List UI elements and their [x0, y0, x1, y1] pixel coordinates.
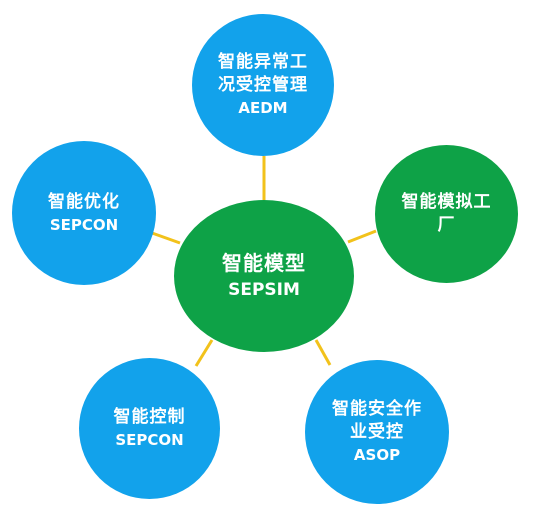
node-factory-cn-label: 智能模拟工 厂 [401, 192, 492, 235]
node-asop-cn-label: 智能安全作 业受控 [332, 399, 422, 442]
node-asop: 智能安全作 业受控 ASOP [305, 360, 449, 504]
node-aedm-en-label: AEDM [238, 99, 288, 117]
node-control-cn-label: 智能控制 [113, 407, 186, 427]
connector-asop [314, 339, 332, 366]
node-optimize-cn-label: 智能优化 [48, 191, 120, 212]
node-center: 智能模型 SEPSIM [174, 200, 354, 352]
node-control: 智能控制 SEPCON [79, 358, 220, 499]
node-optimize-en-label: SEPCON [49, 215, 119, 234]
node-optimize: 智能优化 SEPCON [12, 141, 156, 285]
connector-optimize [151, 231, 181, 245]
node-factory: 智能模拟工 厂 [375, 145, 518, 283]
node-center-en-label: SEPSIM [228, 280, 300, 300]
connector-factory [347, 229, 377, 244]
node-aedm-cn-label: 智能异常工 况受控管理 [218, 52, 308, 95]
node-aedm: 智能异常工 况受控管理 AEDM [192, 14, 334, 156]
connector-control [194, 339, 214, 367]
node-asop-en-label: ASOP [353, 446, 401, 464]
node-control-en-label: SEPCON [115, 431, 184, 449]
node-center-cn-label: 智能模型 [222, 251, 306, 275]
